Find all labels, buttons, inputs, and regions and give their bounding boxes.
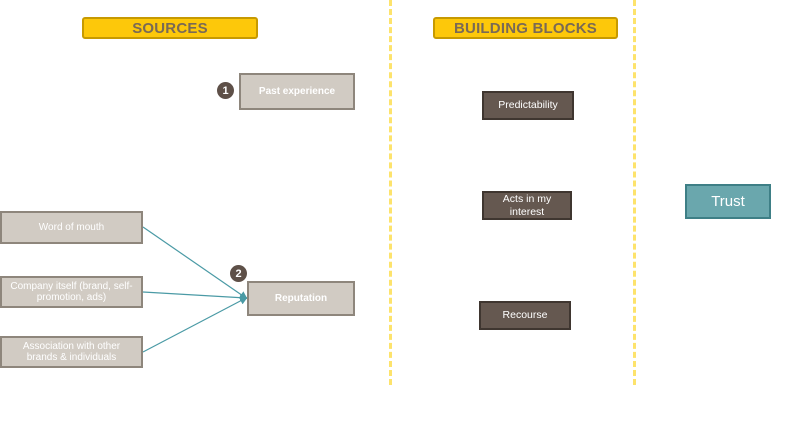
- badge-1: 1: [217, 82, 234, 99]
- block-acts-in-my-interest: Acts in my interest: [482, 191, 572, 220]
- divider-left: [389, 0, 392, 385]
- source-reputation: Reputation: [247, 281, 355, 316]
- building-blocks-header: BUILDING BLOCKS: [433, 17, 618, 39]
- badge-2: 2: [230, 265, 247, 282]
- block-recourse: Recourse: [479, 301, 571, 330]
- arrow-association: [142, 297, 248, 353]
- source-association: Association with other brands & individu…: [0, 336, 143, 368]
- source-company-itself: Company itself (brand, self-promotion, a…: [0, 276, 143, 308]
- arrow-word-of-mouth: [142, 226, 248, 300]
- divider-right: [633, 0, 636, 385]
- block-predictability: Predictability: [482, 91, 574, 120]
- sources-header: SOURCES: [82, 17, 258, 39]
- source-word-of-mouth: Word of mouth: [0, 211, 143, 244]
- source-past-experience: Past experience: [239, 73, 355, 110]
- outcome-trust: Trust: [685, 184, 771, 219]
- arrow-company-itself: [142, 291, 248, 302]
